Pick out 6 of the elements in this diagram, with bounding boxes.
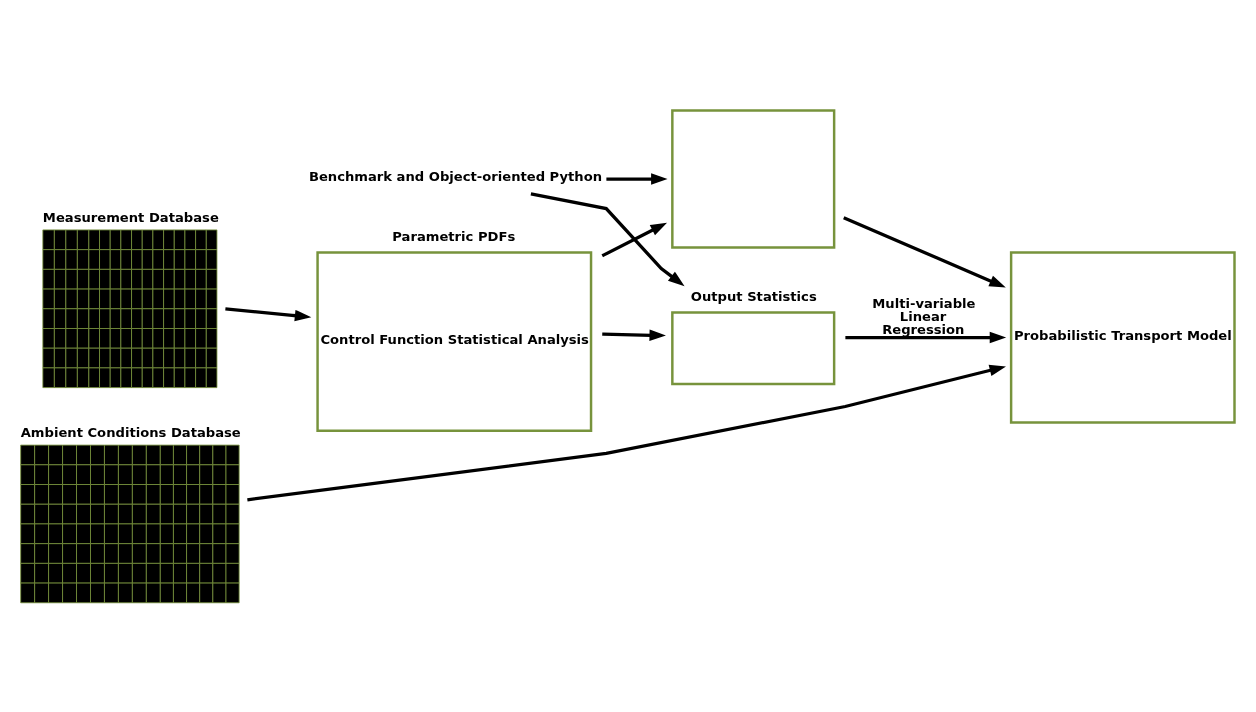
node-label: Output Statistics [690, 289, 817, 305]
node-text: Benchmark and Object-oriented Python [308, 169, 603, 185]
node-label: Parametric PDFs [392, 229, 516, 245]
node-label: Measurement Database [42, 209, 219, 225]
edge-label: Multi-variable Linear Regression [872, 295, 976, 338]
node-label: Ambient Conditions Database [20, 424, 241, 440]
